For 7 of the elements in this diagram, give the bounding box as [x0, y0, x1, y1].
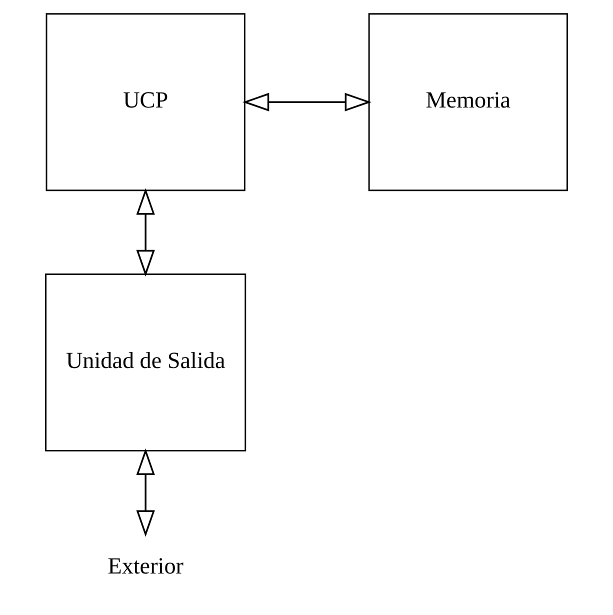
node-box: UCP [46, 13, 246, 192]
arrow [242, 92, 372, 112]
arrow [136, 188, 155, 277]
node-text: Exterior [108, 553, 184, 580]
arrow [136, 448, 155, 537]
node-box: Unidad de Salida [45, 274, 246, 452]
node-box: Memoria [368, 13, 568, 192]
